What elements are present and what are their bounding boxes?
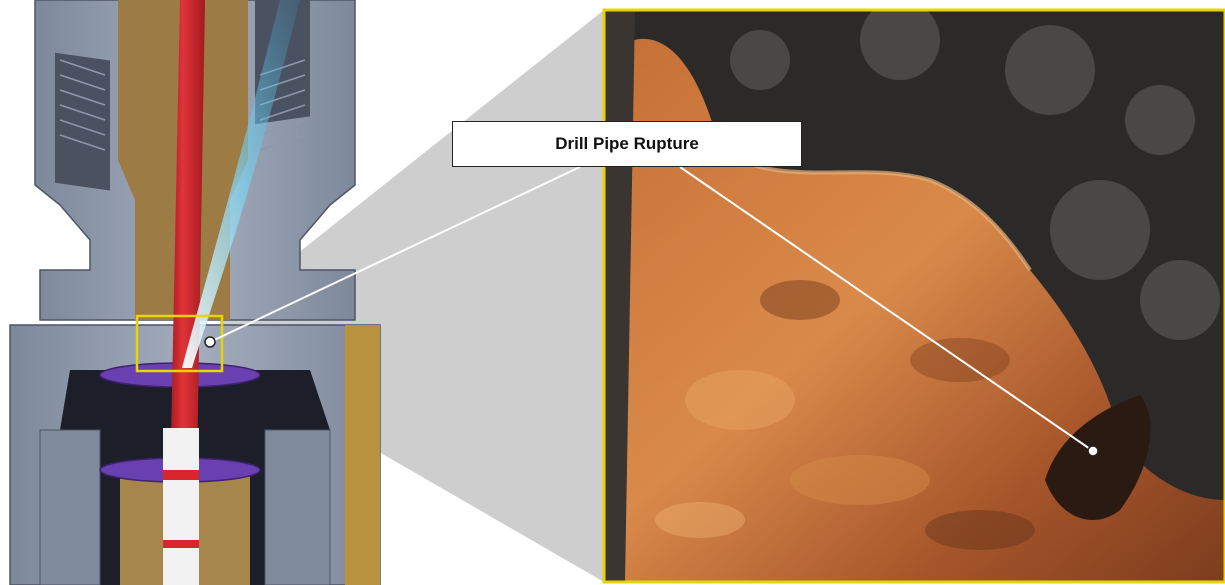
leader-dot-right: [1087, 445, 1099, 457]
dark-debris: [730, 10, 1220, 340]
inner-block-left: [39, 429, 101, 585]
pipe-lip: [718, 148, 1032, 272]
cutaway-assembly: [9, 0, 381, 585]
rupture-hole: [1045, 395, 1151, 520]
gold-collar: [345, 325, 380, 585]
callout-label: Drill Pipe Rupture: [452, 121, 802, 167]
leader-dot-left: [204, 336, 216, 348]
inner-block-right: [264, 429, 331, 585]
rust-blotches: [655, 280, 1035, 550]
photo-frame: [602, 8, 1225, 584]
leader-line-right: [679, 166, 1094, 452]
pipe-red-ring-2: [163, 540, 199, 548]
leader-line-left: [209, 166, 581, 343]
fluid-jet: [182, 0, 300, 368]
pipe-white-band: [163, 428, 199, 585]
pipe-red-ring: [163, 470, 199, 480]
rupture-photo: [604, 10, 1225, 582]
rupture-highlight-frame: [135, 314, 224, 373]
